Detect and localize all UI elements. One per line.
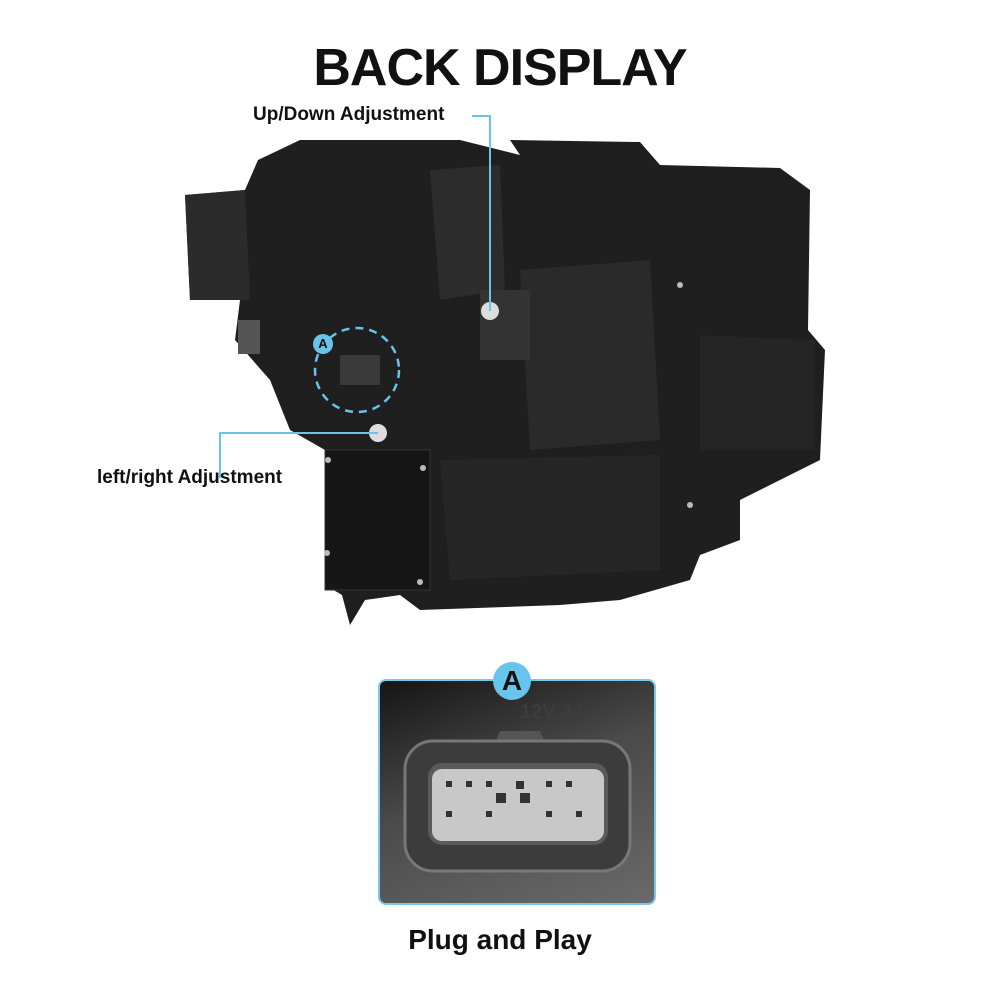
connector-marking: 12V 24 (520, 701, 584, 723)
headlight-housing (185, 140, 825, 625)
left-right-leader-line (219, 432, 378, 478)
marker-a-badge: A (313, 334, 333, 354)
left-right-adjustment-label: left/right Adjustment (97, 467, 283, 488)
plug-and-play-caption: Plug and Play (408, 924, 592, 955)
connector-image (403, 731, 632, 873)
connector-inset: 12V 24 (378, 679, 656, 905)
headlight-back-image (185, 115, 825, 625)
connector-highlight-circle (313, 326, 401, 414)
page-title: BACK DISPLAY (313, 39, 687, 97)
up-down-leader-line (472, 115, 491, 311)
inset-marker-a-badge: A (493, 662, 531, 700)
up-down-adjustment-label: Up/Down Adjustment (253, 104, 445, 125)
